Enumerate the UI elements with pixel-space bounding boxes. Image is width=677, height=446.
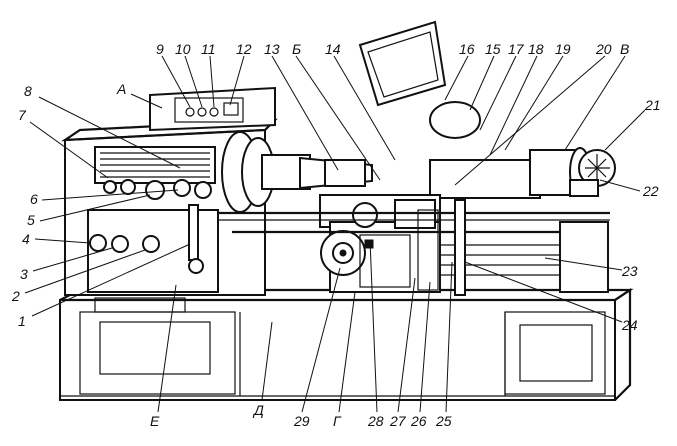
lathe-bed	[59, 287, 634, 401]
leader-lines	[24, 55, 646, 413]
label-24: 24	[622, 317, 638, 333]
headstock	[61, 86, 278, 296]
label-19: 19	[555, 41, 571, 57]
label-21: 21	[645, 97, 661, 113]
chip-guard	[358, 20, 447, 107]
label-2: 2	[12, 288, 20, 304]
label-26: 26	[411, 413, 427, 429]
label-12: 12	[236, 41, 252, 57]
label-v: В	[620, 41, 630, 57]
carriage	[319, 194, 441, 293]
label-4: 4	[22, 231, 30, 247]
label-a: А	[117, 81, 127, 97]
label-23: 23	[622, 263, 638, 279]
label-17: 17	[508, 41, 524, 57]
label-1: 1	[18, 313, 26, 329]
label-29: 29	[294, 413, 310, 429]
label-10: 10	[175, 41, 191, 57]
label-9: 9	[156, 41, 164, 57]
label-18: 18	[528, 41, 544, 57]
label-22: 22	[643, 183, 659, 199]
label-d: Д	[254, 402, 264, 418]
chuck	[221, 131, 373, 213]
label-15: 15	[485, 41, 501, 57]
label-5: 5	[27, 212, 35, 228]
label-13: 13	[264, 41, 280, 57]
label-8: 8	[24, 83, 32, 99]
label-25: 25	[436, 413, 452, 429]
label-b: Б	[292, 41, 302, 57]
label-16: 16	[459, 41, 475, 57]
label-20: 20	[596, 41, 612, 57]
label-6: 6	[30, 191, 38, 207]
bed-rails	[218, 199, 610, 296]
label-27: 27	[390, 413, 406, 429]
label-7: 7	[18, 107, 26, 123]
label-11: 11	[201, 41, 216, 57]
label-28: 28	[368, 413, 384, 429]
label-14: 14	[325, 41, 341, 57]
tailstock	[429, 101, 616, 199]
label-3: 3	[20, 266, 28, 282]
label-g: Г	[333, 413, 341, 429]
label-e: Е	[150, 413, 160, 429]
